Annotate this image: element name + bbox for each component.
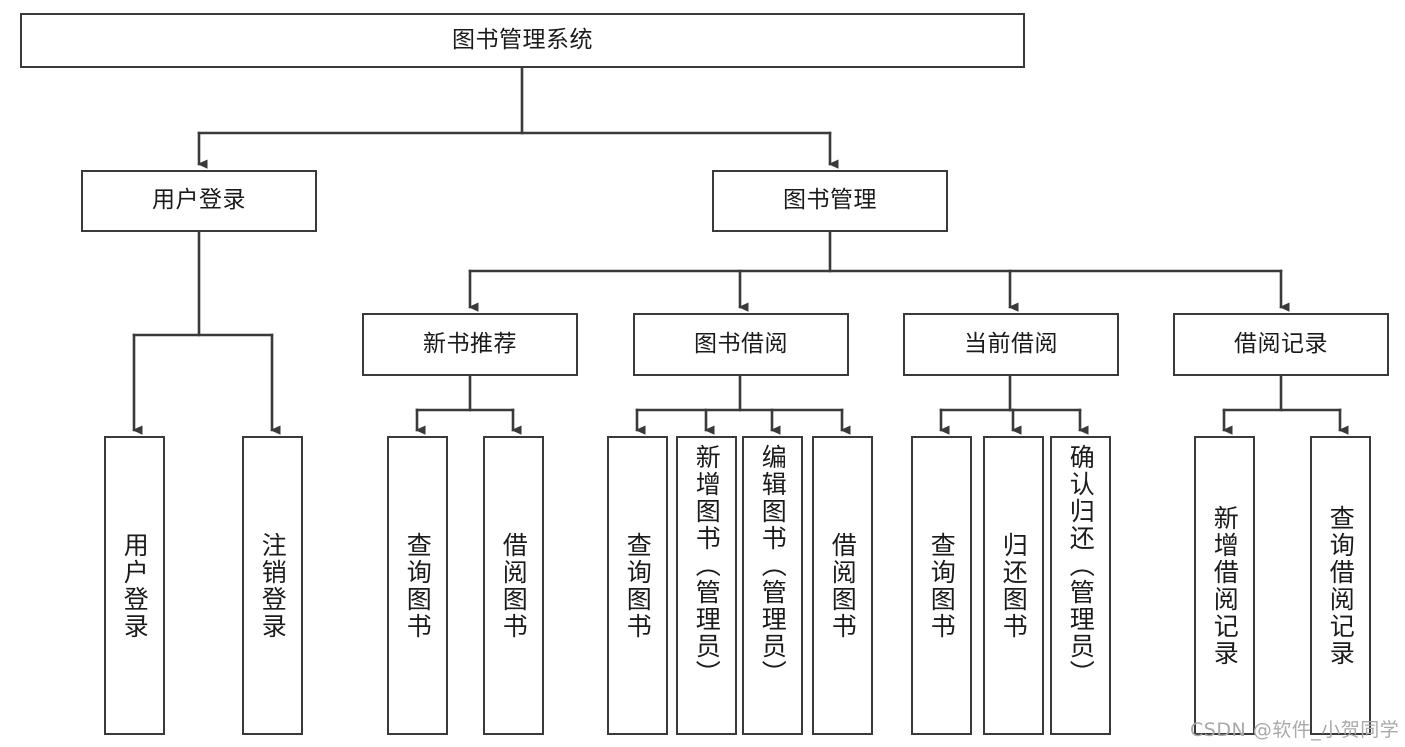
node-root-label: 图书管理系统 <box>452 26 593 53</box>
node-new-book-rec[interactable]: 新书推荐 <box>362 313 578 376</box>
node-leaf-query-book-3-label: 查询图书 <box>927 531 957 640</box>
node-current-borrow[interactable]: 当前借阅 <box>903 313 1119 376</box>
node-leaf-user-logout[interactable]: 注销登录 <box>242 436 303 735</box>
node-current-borrow-label: 当前借阅 <box>964 330 1058 357</box>
node-leaf-edit-book-label: 编辑图书（管理员） <box>758 444 788 687</box>
node-leaf-add-book-label: 新增图书（管理员） <box>692 444 722 687</box>
node-book-manage-label: 图书管理 <box>783 187 877 214</box>
node-root[interactable]: 图书管理系统 <box>20 13 1025 68</box>
node-book-borrow-label: 图书借阅 <box>694 330 788 357</box>
node-borrow-record-label: 借阅记录 <box>1234 330 1328 357</box>
node-leaf-add-book[interactable]: 新增图书（管理员） <box>676 436 737 735</box>
node-leaf-return-book[interactable]: 归还图书 <box>983 436 1044 735</box>
node-leaf-user-login[interactable]: 用户登录 <box>104 436 165 735</box>
node-user-login[interactable]: 用户登录 <box>81 170 317 232</box>
node-leaf-user-login-label: 用户登录 <box>120 531 150 640</box>
node-leaf-edit-book[interactable]: 编辑图书（管理员） <box>742 436 803 735</box>
node-borrow-record[interactable]: 借阅记录 <box>1173 313 1389 376</box>
watermark: CSDN @软件_小贺同学 <box>1190 719 1400 741</box>
node-leaf-borrow-book-2[interactable]: 借阅图书 <box>812 436 873 735</box>
node-leaf-add-record-label: 新增借阅记录 <box>1210 504 1240 667</box>
node-leaf-query-record-label: 查询借阅记录 <box>1326 504 1356 667</box>
node-leaf-query-book-1-label: 查询图书 <box>403 531 433 640</box>
node-leaf-confirm-return[interactable]: 确认归还（管理员） <box>1050 436 1111 735</box>
node-leaf-query-book-2-label: 查询图书 <box>623 531 653 640</box>
node-book-borrow[interactable]: 图书借阅 <box>633 313 849 376</box>
node-leaf-query-book-1[interactable]: 查询图书 <box>387 436 448 735</box>
node-book-manage[interactable]: 图书管理 <box>712 170 948 232</box>
node-leaf-query-record[interactable]: 查询借阅记录 <box>1310 436 1371 735</box>
node-leaf-user-logout-label: 注销登录 <box>258 531 288 640</box>
node-leaf-borrow-book-2-label: 借阅图书 <box>828 531 858 640</box>
node-new-book-rec-label: 新书推荐 <box>423 330 517 357</box>
node-leaf-query-book-2[interactable]: 查询图书 <box>607 436 668 735</box>
node-leaf-add-record[interactable]: 新增借阅记录 <box>1194 436 1255 735</box>
node-leaf-return-book-label: 归还图书 <box>999 531 1029 640</box>
node-leaf-borrow-book-1-label: 借阅图书 <box>499 531 529 640</box>
node-user-login-label: 用户登录 <box>152 187 246 214</box>
node-leaf-confirm-return-label: 确认归还（管理员） <box>1066 444 1096 687</box>
node-leaf-borrow-book-1[interactable]: 借阅图书 <box>483 436 544 735</box>
node-leaf-query-book-3[interactable]: 查询图书 <box>911 436 972 735</box>
